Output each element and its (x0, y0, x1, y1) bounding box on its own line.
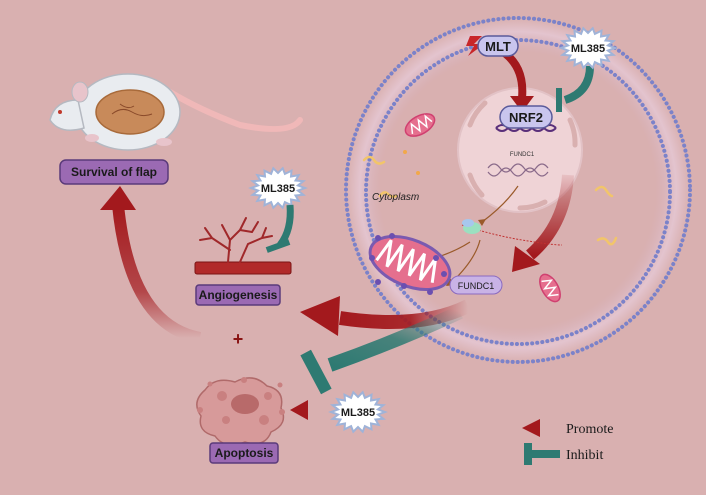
dna-helix-b (495, 124, 557, 132)
apoptosis-box (209, 442, 279, 464)
to-survival-arrow (112, 204, 202, 344)
mlt-label: MLT (485, 39, 511, 54)
svg-text:ML385: ML385 (261, 183, 295, 195)
ml385-to-apoptosis-arrowhead (290, 400, 308, 420)
apoptosis-cell-icon (196, 377, 285, 446)
angiogenesis-label: Angiogenesis (199, 288, 278, 302)
mito-inhibit-apoptosis-line (327, 305, 463, 372)
ml385-inhibit-angio-bar (265, 239, 291, 253)
ribosome (461, 219, 563, 246)
legend-promote-label: Promote (566, 422, 613, 437)
dna-strand-1 (487, 163, 549, 173)
blood-vessel (194, 217, 292, 275)
legend-inhibit-label: Inhibit (566, 448, 603, 463)
svg-text:ML385: ML385 (571, 43, 605, 55)
mito-to-angio-arrowhead (300, 296, 340, 336)
cytoplasm-label: Cytoplasm (372, 192, 419, 203)
ml385-bottom-badge: ML385 (328, 390, 388, 434)
mlt-badge (477, 35, 519, 57)
angiogenesis-box (195, 284, 281, 306)
mitochondrion-small-1 (404, 113, 436, 137)
to-survival-arrowhead (100, 186, 136, 210)
nrf2-to-fundc1-arrow (525, 174, 574, 260)
plus-sign: + (233, 329, 244, 349)
ml385-top-badge: ML385 (558, 26, 618, 70)
outer-membrane (344, 16, 692, 364)
nrf2-to-fundc1-arrowhead (512, 246, 540, 272)
fundc1-badge (449, 275, 503, 295)
mitochondrion-main (368, 233, 452, 295)
nrf2-label: NRF2 (509, 110, 543, 125)
legend-inhibit-bar (524, 443, 532, 465)
mito-inhibit-apoptosis-bar (300, 349, 332, 395)
mlt-to-nrf2-arrowhead (510, 96, 534, 112)
survival-label: Survival of flap (71, 165, 157, 179)
rat-icon (49, 73, 303, 151)
fundc1-badge-label: FUNDC1 (458, 281, 495, 291)
survival-box (59, 159, 169, 185)
legend-promote-arrowhead (522, 419, 540, 437)
svg-text:ML385: ML385 (341, 407, 375, 419)
dna-strand-2 (487, 167, 549, 177)
nrf2-badge (499, 105, 553, 129)
ml385-inhibit-nrf2-line (563, 65, 594, 104)
inner-membrane (364, 38, 672, 346)
legend: Promote Inhibit (522, 419, 613, 465)
fundc1-gene-label: FUNDC1 (510, 152, 535, 158)
lightning-icon (466, 36, 484, 56)
apoptosis-label: Apoptosis (215, 446, 274, 460)
nuclear-pores (467, 100, 578, 211)
cytoplasm-particles (362, 155, 618, 246)
mitochondrion-small-2 (539, 273, 561, 303)
ml385-inhibit-nrf2-bar (556, 88, 562, 112)
